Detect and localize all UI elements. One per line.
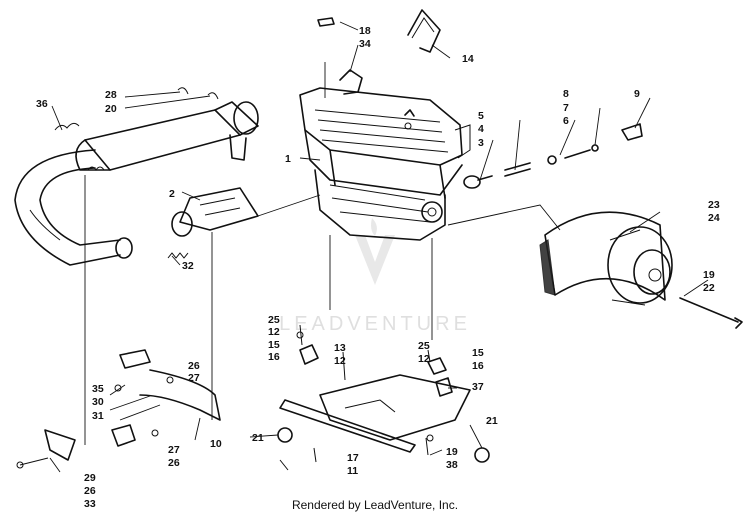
- callout-16a: 16: [268, 351, 280, 363]
- callout-29: 29: [84, 472, 96, 484]
- engine-assembly: [299, 87, 471, 241]
- bolts-and-fasteners: [16, 324, 434, 471]
- callout-11: 11: [347, 465, 358, 477]
- callout-14: 14: [462, 53, 474, 65]
- drive-clutch: [539, 211, 743, 329]
- callout-30: 30: [92, 396, 104, 408]
- callout-27a: 27: [188, 372, 200, 384]
- callout-7: 7: [563, 102, 569, 114]
- callout-34: 34: [359, 38, 371, 50]
- muffler-mount-parts: [44, 349, 221, 461]
- callout-22: 22: [703, 282, 715, 294]
- exhaust-manifold: [171, 187, 259, 237]
- callout-1: 1: [285, 153, 291, 165]
- engine-mount-plate: [277, 344, 490, 463]
- callout-25a: 25: [268, 314, 280, 326]
- callout-10: 10: [210, 438, 222, 450]
- callout-23: 23: [708, 199, 720, 211]
- callout-20: 20: [105, 103, 117, 115]
- callout-24: 24: [708, 212, 720, 224]
- callout-28: 28: [105, 89, 117, 101]
- callout-5: 5: [478, 110, 484, 122]
- pull-starter-handle: [407, 9, 441, 53]
- callout-26b: 26: [168, 457, 180, 469]
- callout-35: 35: [92, 383, 104, 395]
- watermark-text: LEADVENTURE: [279, 313, 471, 335]
- leadventure-watermark: LEADVENTURE: [279, 218, 471, 335]
- callout-16b: 16: [472, 360, 484, 372]
- leader-lines: [49, 21, 709, 473]
- callout-32: 32: [182, 260, 194, 272]
- callout-26c: 26: [84, 485, 96, 497]
- callout-25b: 25: [418, 340, 430, 352]
- callout-12c: 12: [418, 353, 430, 365]
- callout-19a: 19: [703, 269, 715, 281]
- callout-8: 8: [563, 88, 569, 100]
- callout-38: 38: [446, 459, 458, 471]
- exhaust-pipe: [14, 149, 133, 266]
- callout-2: 2: [169, 188, 175, 200]
- callout-15b: 15: [472, 347, 484, 359]
- bracket-18-34: [317, 17, 363, 95]
- callout-21a: 21: [252, 432, 264, 444]
- springs: [54, 87, 219, 259]
- callout-6: 6: [563, 115, 569, 127]
- callout-12b: 12: [334, 355, 346, 367]
- callout-36: 36: [36, 98, 48, 110]
- muffler: [75, 101, 259, 171]
- callout-12a: 12: [268, 326, 280, 338]
- callout-13: 13: [334, 342, 346, 354]
- callout-15a: 15: [268, 339, 280, 351]
- callout-18: 18: [359, 25, 371, 37]
- callout-labels: 1 2 3 4 5 6 7 8 9 10 11 12 12 12 13 14 1…: [36, 25, 720, 510]
- callout-9: 9: [634, 88, 640, 100]
- footer-credit: Rendered by LeadVenture, Inc.: [291, 498, 459, 512]
- callout-4: 4: [478, 123, 484, 135]
- carburetor-parts-3-to-9: [463, 123, 643, 189]
- callout-33: 33: [84, 498, 96, 510]
- callout-31: 31: [92, 410, 104, 422]
- callout-21b: 21: [486, 415, 498, 427]
- callout-19b: 19: [446, 446, 458, 458]
- callout-27b: 27: [168, 444, 180, 456]
- callout-3: 3: [478, 137, 484, 149]
- callout-26a: 26: [188, 360, 200, 372]
- callout-17: 17: [347, 452, 359, 464]
- callout-37: 37: [472, 381, 484, 393]
